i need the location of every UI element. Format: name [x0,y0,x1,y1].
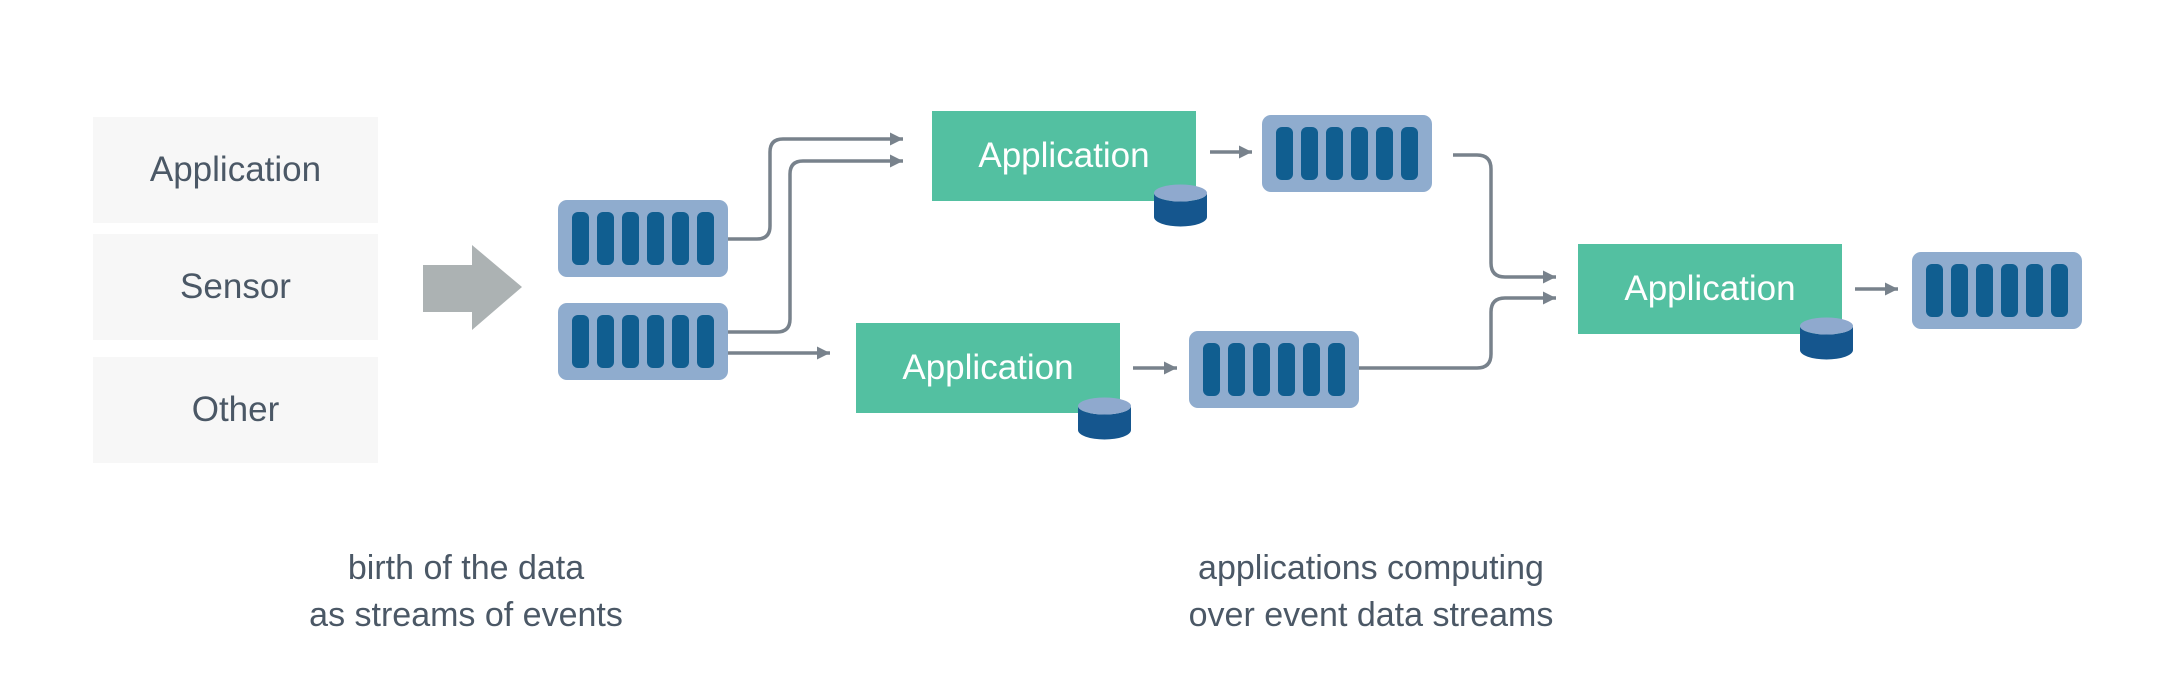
stream-bar [572,315,589,368]
event-stream-icon [558,200,728,277]
source-label: Application [149,150,322,189]
stream-bar [697,315,714,368]
application-label: Application [978,136,1150,175]
stream-bar [672,212,689,265]
source-label: Other [191,390,280,429]
stream-bar [2051,264,2068,317]
stream-bar [1303,343,1320,396]
event-stream-icon [1189,331,1359,408]
source-box-other: Other [93,357,378,463]
stream-bar [1376,127,1393,180]
event-stream-icon [1912,252,2082,329]
stream-bar [1976,264,1993,317]
application-box-2: Application [856,323,1120,413]
caption-line: birth of the data [347,549,585,587]
application-label: Application [1624,269,1796,308]
caption-line: over event data streams [1188,596,1554,634]
stream-bar [1278,343,1295,396]
stream-bar [1951,264,1968,317]
stream-bar [1203,343,1220,396]
stream-bar [622,212,639,265]
caption-line: as streams of events [309,596,623,634]
flow-connector [727,132,903,241]
source-box-application: Application [93,117,378,223]
source-label: Sensor [180,267,291,306]
stream-bar [622,315,639,368]
application-label: Application [902,348,1074,387]
caption-applications-computing: applications computing over event data s… [1071,545,1671,639]
stream-bar [1326,127,1343,180]
stream-bar [1276,127,1293,180]
stream-bar [647,212,664,265]
stream-bar [597,212,614,265]
stream-bar [597,315,614,368]
stream-bar [572,212,589,265]
stream-bar [697,212,714,265]
stream-bar [1926,264,1943,317]
stream-bar [2001,264,2018,317]
stream-bar [1351,127,1368,180]
stream-bar [1253,343,1270,396]
event-stream-icon [1262,115,1432,192]
application-box-3: Application [1578,244,1842,334]
flow-connector [1358,291,1556,370]
stream-bar [647,315,664,368]
caption-birth-of-data: birth of the data as streams of events [206,545,726,639]
stream-bar [672,315,689,368]
flow-connector [1453,153,1556,284]
big-arrow-icon [423,245,522,330]
stream-bar [1301,127,1318,180]
caption-line: applications computing [1198,549,1544,587]
application-box-1: Application [932,111,1196,201]
stream-bar [1328,343,1345,396]
stream-bar [1401,127,1418,180]
event-stream-icon [558,303,728,380]
source-box-sensor: Sensor [93,234,378,340]
stream-bar [1228,343,1245,396]
stream-bar [2026,264,2043,317]
flow-connector [727,154,903,334]
